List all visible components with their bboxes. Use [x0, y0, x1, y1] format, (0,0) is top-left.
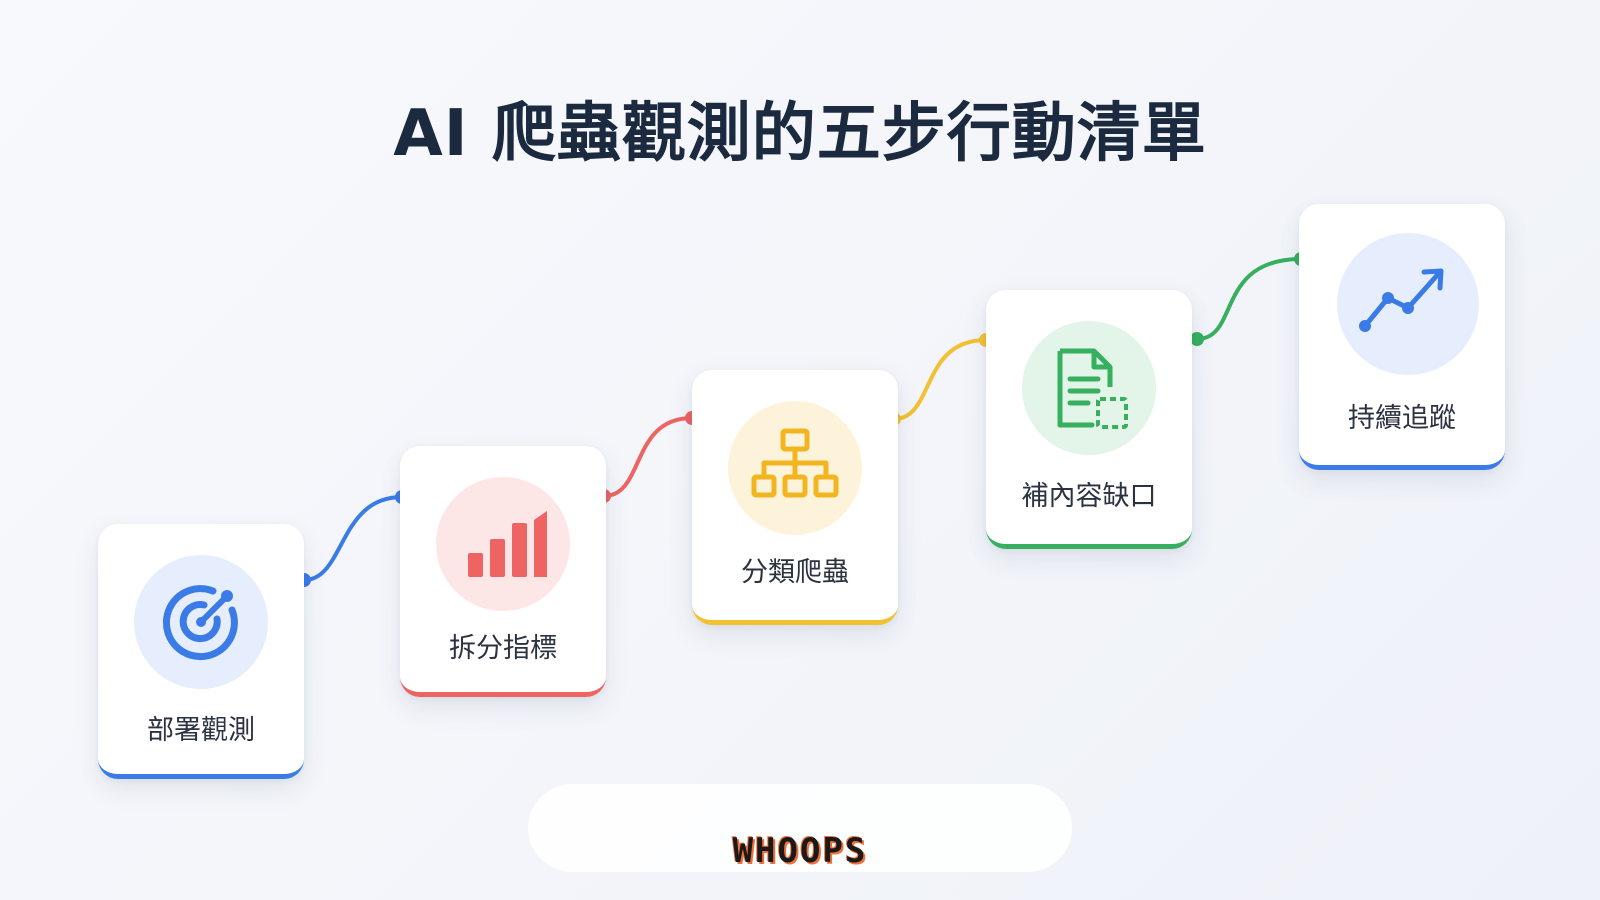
step-card-classify: 分類爬蟲: [692, 370, 898, 625]
connector-4-5: [1195, 257, 1303, 341]
footer-bar: [528, 784, 1072, 872]
connector-1-2: [302, 495, 404, 582]
step-label: 持續追蹤: [1348, 403, 1456, 434]
hierarchy-icon: [728, 401, 862, 535]
document-gap-icon: [1022, 321, 1156, 455]
step-card-metrics: 拆分指標: [400, 446, 606, 697]
step-card-content-gap: 補內容缺口: [986, 290, 1192, 549]
trend-up-icon: [1337, 233, 1479, 375]
bar-chart-icon: [436, 477, 570, 611]
watermark-logo: WHOOPS: [732, 831, 868, 871]
step-label: 補內容缺口: [1021, 481, 1157, 512]
page-title: AI 爬蟲觀測的五步行動清單: [393, 97, 1207, 171]
connector-2-3: [602, 416, 694, 498]
step-label: 分類爬蟲: [741, 557, 849, 588]
step-label: 部署觀測: [147, 715, 255, 746]
connector-4-5-start-dot: [1190, 332, 1204, 346]
connector-3-4: [892, 338, 988, 421]
step-label: 拆分指標: [449, 633, 557, 664]
step-card-deploy: 部署觀測: [98, 524, 304, 779]
radar-target-icon: [134, 555, 268, 689]
step-card-tracking: 持續追蹤: [1299, 204, 1505, 470]
